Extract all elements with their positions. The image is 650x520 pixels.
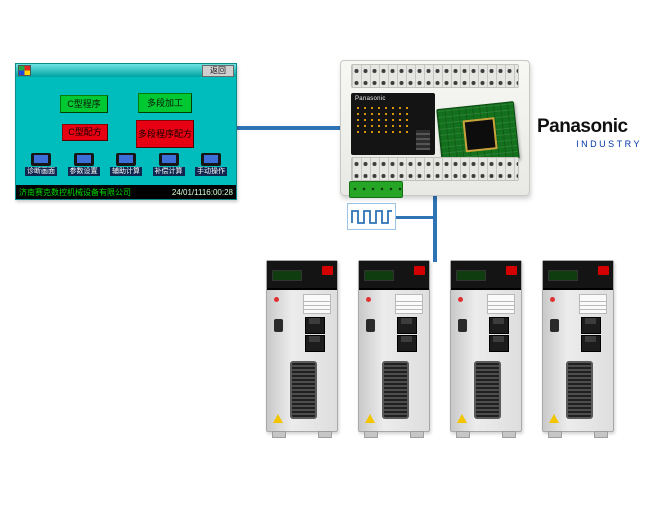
- square-wave-icon: [350, 210, 392, 224]
- connection-pulse-branch: [395, 216, 433, 219]
- plc-front-panel: Panasonic: [351, 93, 435, 155]
- hmi-tool-aux-calc[interactable]: 辅助计算: [106, 153, 146, 180]
- drive-display: [548, 270, 578, 281]
- plc-brand-label: Panasonic: [355, 96, 386, 102]
- hmi-titlebar: 返回: [16, 64, 236, 77]
- spec-label: [395, 294, 423, 314]
- spec-label: [579, 294, 607, 314]
- status-led: [366, 297, 371, 302]
- ethernet-port-2: [581, 335, 601, 352]
- ethernet-port-2: [489, 335, 509, 352]
- tool-label: 手动操作: [195, 167, 227, 176]
- tool-label: 诊断画面: [25, 167, 57, 176]
- warning-triangle-icon: [365, 414, 375, 423]
- mounting-foot: [594, 431, 608, 438]
- warning-triangle-icon: [273, 414, 283, 423]
- usb-port: [274, 319, 283, 332]
- connection-plc-to-servos: [433, 196, 437, 262]
- drive-series-badge: [322, 266, 333, 275]
- ethernet-port-1: [581, 317, 601, 334]
- servo-drive-4: [542, 260, 614, 438]
- plc-green-connector: [349, 181, 403, 198]
- hmi-tool-compensation-calc[interactable]: 补偿计算: [149, 153, 189, 180]
- drive-display: [456, 270, 486, 281]
- mounting-foot: [272, 431, 286, 438]
- io-connector: [290, 361, 317, 419]
- io-connector: [474, 361, 501, 419]
- manual-operation-icon: [201, 153, 221, 166]
- mounting-foot: [456, 431, 470, 438]
- panasonic-wordmark: Panasonic: [537, 116, 628, 137]
- warning-triangle-icon: [549, 414, 559, 423]
- servo-drive-group: [258, 260, 618, 452]
- tool-label: 参数设置: [67, 167, 100, 176]
- compensation-calc-icon: [158, 153, 179, 166]
- hmi-logo-icon: [18, 65, 31, 76]
- plc-terminal-row-top: [351, 64, 519, 88]
- drive-front-cover: [267, 261, 337, 290]
- drive-display: [272, 270, 302, 281]
- parameter-settings-icon: [73, 153, 94, 166]
- io-connector: [382, 361, 409, 419]
- plc-terminal-row-bottom: [351, 157, 519, 181]
- status-led: [458, 297, 463, 302]
- drive-display: [364, 270, 394, 281]
- auxiliary-calc-icon: [116, 153, 136, 166]
- diagnostic-screen-icon: [31, 153, 51, 166]
- mounting-foot: [548, 431, 562, 438]
- hmi-toolbar: 诊断画面 参数设置 辅助计算 补偿计算 手动操作: [21, 153, 231, 180]
- status-led: [550, 297, 555, 302]
- status-led: [274, 297, 279, 302]
- ethernet-port-2: [305, 335, 325, 352]
- ethernet-port-1: [489, 317, 509, 334]
- pulse-signal-box: [347, 203, 396, 230]
- hmi-button-c-program[interactable]: C型程序: [60, 95, 108, 113]
- processor-chip: [462, 117, 498, 153]
- connection-hmi-to-plc: [237, 126, 340, 130]
- servo-drive-2: [358, 260, 430, 438]
- usb-port: [550, 319, 559, 332]
- drive-front-cover: [543, 261, 613, 290]
- io-connector: [566, 361, 593, 419]
- usb-port: [366, 319, 375, 332]
- datetime-display: 24/01/1116:00:28: [171, 187, 233, 197]
- drive-front-cover: [359, 261, 429, 290]
- industry-label: INDUSTRY: [576, 139, 642, 149]
- mounting-foot: [364, 431, 378, 438]
- hmi-button-c-recipe[interactable]: C型配方: [62, 124, 108, 141]
- spec-label: [303, 294, 331, 314]
- hmi-button-multi-recipe[interactable]: 多段程序配方: [136, 120, 194, 148]
- ethernet-port-1: [305, 317, 325, 334]
- hmi-tool-parameters[interactable]: 参数设置: [64, 153, 104, 180]
- drive-series-badge: [414, 266, 425, 275]
- hmi-status-bar: 济南赛克数控机械设备有限公司 24/01/1116:00:28: [16, 185, 236, 199]
- plc-unit: Panasonic: [340, 60, 530, 198]
- tool-label: 辅助计算: [110, 167, 142, 176]
- usb-port: [458, 319, 467, 332]
- ethernet-port-2: [397, 335, 417, 352]
- drive-series-badge: [506, 266, 517, 275]
- hmi-screen: 返回 C型程序 多段加工 C型配方 多段程序配方 诊断画面 参数设置 辅助计算 …: [15, 63, 237, 200]
- hmi-back-button[interactable]: 返回: [202, 64, 234, 77]
- warning-triangle-icon: [457, 414, 467, 423]
- drive-series-badge: [598, 266, 609, 275]
- hmi-tool-manual-operation[interactable]: 手动操作: [191, 153, 231, 180]
- brand-logo: Panasonic INDUSTRY: [537, 116, 645, 149]
- hmi-button-multi-machining[interactable]: 多段加工: [138, 93, 192, 113]
- tool-label: 补偿计算: [152, 167, 185, 176]
- plc-led-indicators: [355, 105, 413, 135]
- servo-drive-3: [450, 260, 522, 438]
- plc-dip-switch: [416, 130, 430, 150]
- spec-label: [487, 294, 515, 314]
- mounting-foot: [318, 431, 332, 438]
- drive-front-cover: [451, 261, 521, 290]
- company-name: 济南赛克数控机械设备有限公司: [19, 187, 131, 197]
- hmi-tool-diagnostic[interactable]: 诊断画面: [21, 153, 61, 180]
- mounting-foot: [410, 431, 424, 438]
- servo-drive-1: [266, 260, 338, 438]
- ethernet-port-1: [397, 317, 417, 334]
- mounting-foot: [502, 431, 516, 438]
